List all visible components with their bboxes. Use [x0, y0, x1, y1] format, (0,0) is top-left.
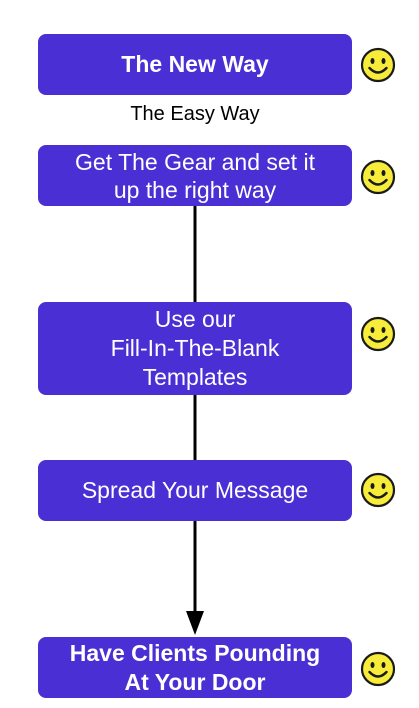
- smiley-icon: [360, 472, 396, 508]
- step-box-clients: Have Clients Pounding At Your Door: [38, 637, 352, 698]
- step-box-templates: Use our Fill-In-The-Blank Templates: [38, 302, 352, 395]
- step-box-spread-message: Spread Your Message: [38, 460, 352, 521]
- smiley-icon: [360, 316, 396, 352]
- smiley-icon: [360, 651, 396, 687]
- header-subtitle: The Easy Way: [130, 103, 260, 125]
- smiley-icon: [360, 159, 396, 195]
- arrowhead-icon: [186, 611, 204, 635]
- header-title-box: The New Way: [38, 34, 352, 95]
- step-box-get-gear: Get The Gear and set it up the right way: [38, 145, 352, 206]
- smiley-icon: [360, 47, 396, 83]
